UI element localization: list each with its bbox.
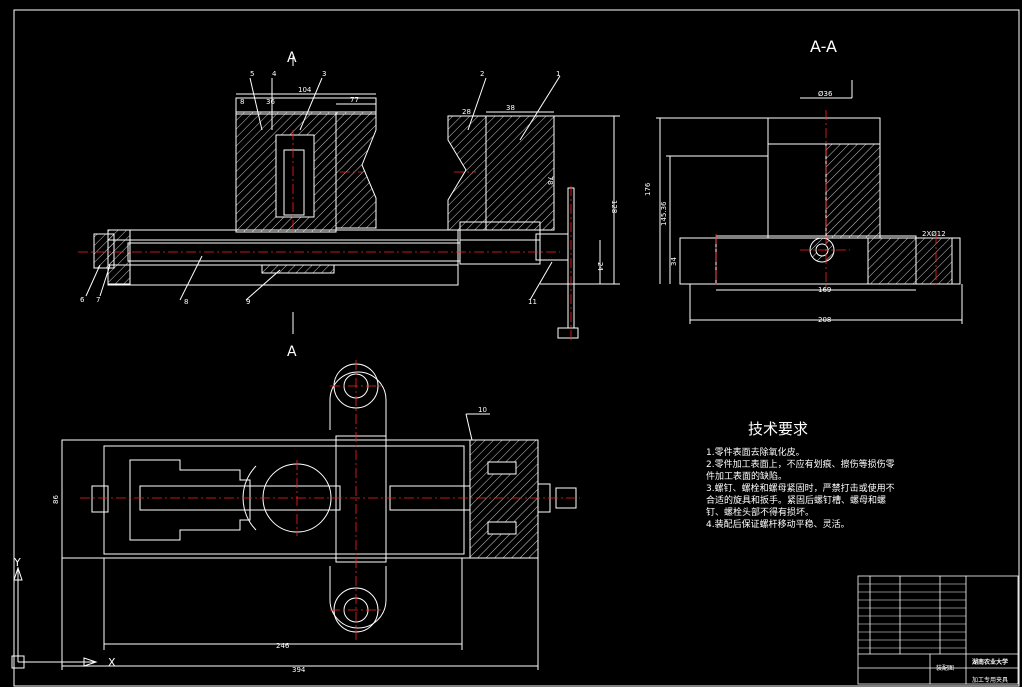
top-view	[61, 363, 577, 670]
dim-34: 34	[670, 257, 678, 266]
moving-jaw	[447, 115, 487, 231]
part-number-1: 1	[556, 70, 560, 78]
requirements-title: 技术要求	[748, 420, 808, 438]
front-centerlines	[78, 130, 572, 340]
title-block-school: 湖南农业大学	[972, 658, 1008, 666]
dim-phi: Ø36	[818, 90, 833, 98]
dim-128: 128	[610, 200, 618, 213]
front-view	[85, 56, 620, 339]
section-marker-bottom: A	[287, 344, 297, 360]
axis-y-label: Y	[13, 556, 21, 569]
part-number-9: 9	[246, 298, 250, 306]
section-centerlines	[715, 110, 937, 290]
title-block	[857, 575, 1019, 685]
dim-208: 208	[818, 316, 831, 324]
dim-77: 77	[350, 96, 359, 104]
part-number-7: 7	[96, 296, 100, 304]
base-rail	[107, 229, 459, 286]
requirement-line-6: 钉、螺栓头部不得有损坏。	[706, 506, 814, 518]
title-block-drawing: 装配图	[936, 664, 954, 672]
drawing-border	[13, 9, 1020, 687]
requirement-line-4: 3.螺钉、螺栓和螺母紧固时，严禁打击或使用不	[706, 482, 895, 494]
part-number-6: 6	[80, 296, 85, 304]
top-centerlines	[80, 360, 580, 640]
dim-246: 246	[276, 642, 290, 650]
dim-145: 145.36	[660, 201, 668, 226]
part-number-4: 4	[272, 70, 277, 78]
axis-x-label: X	[108, 656, 116, 669]
section-view	[656, 80, 963, 324]
part-number-2: 2	[480, 70, 484, 78]
title-block-product: 加工专用夹具	[972, 676, 1008, 684]
part-number-11: 11	[528, 298, 537, 306]
dim-2x12: 2XØ12	[922, 230, 946, 238]
part-number-10: 10	[478, 406, 487, 414]
requirement-line-2: 2.零件加工表面上，不应有划痕、擦伤等损伤零	[706, 458, 895, 470]
part-number-5: 5	[250, 70, 254, 78]
dim-24: 24	[596, 262, 604, 271]
section-marker-top: A	[287, 50, 297, 66]
dim-104: 104	[298, 86, 312, 94]
dim-38: 38	[506, 104, 515, 112]
dim-36: 36	[266, 98, 275, 106]
ucs-axis-icon	[11, 566, 98, 669]
requirement-line-7: 4.装配后保证螺杆移动平稳、灵活。	[706, 518, 850, 530]
part-number-8: 8	[184, 298, 188, 306]
part-number-3: 3	[322, 70, 326, 78]
requirement-line-5: 合适的旋具和扳手。紧固后螺钉槽、螺母和螺	[706, 494, 886, 506]
dim-78: 78	[546, 176, 554, 185]
section-title: A-A	[810, 37, 837, 56]
dim-8: 8	[240, 98, 244, 106]
dim-86: 86	[52, 495, 60, 504]
dim-394: 394	[292, 666, 306, 674]
dim-176: 176	[644, 182, 652, 196]
requirement-line-3: 件加工表面的缺陷。	[706, 470, 787, 482]
dim-28: 28	[462, 108, 471, 116]
dim-169: 169	[818, 286, 831, 294]
title-block-rows	[858, 583, 966, 649]
requirement-line-1: 1.零件表面去除氧化皮。	[706, 446, 805, 458]
